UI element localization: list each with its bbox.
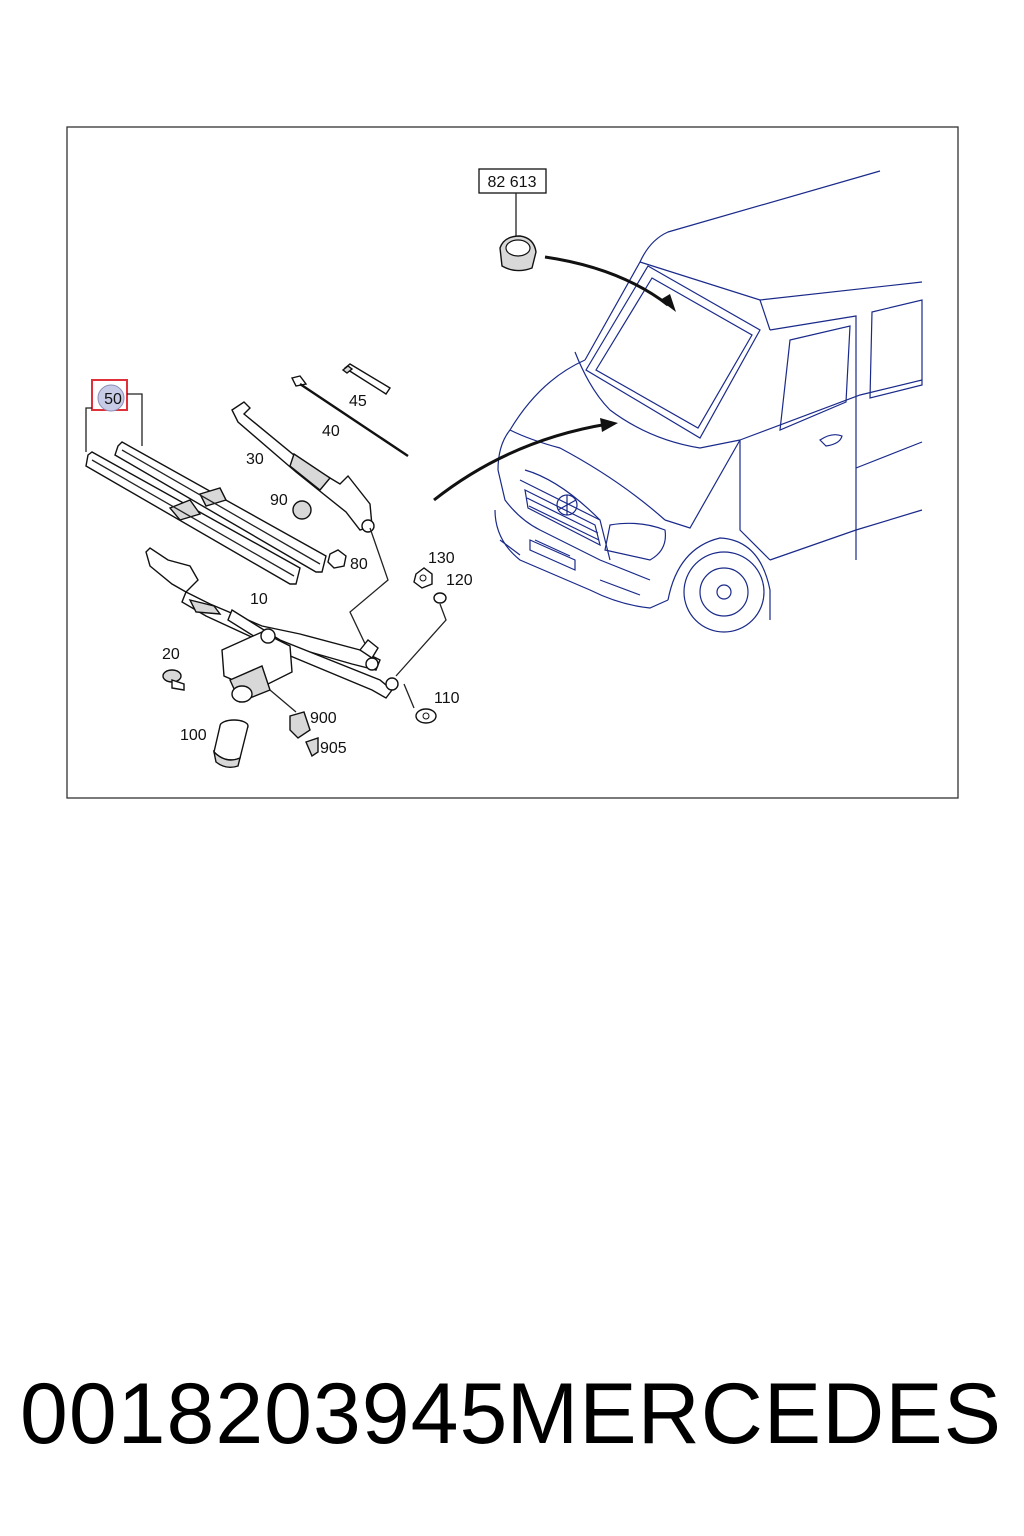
part-number: 0018203945 — [20, 1366, 509, 1462]
part-905 — [305, 737, 319, 758]
reference-box-label: 82 613 — [488, 174, 537, 191]
diagram-frame — [66, 126, 959, 799]
part-100 — [212, 719, 249, 769]
wiper-blades — [85, 441, 327, 585]
location-arrows — [433, 255, 676, 502]
part-120 — [433, 592, 447, 604]
part-20 — [162, 669, 185, 691]
callout-100: 100 — [180, 727, 207, 744]
wiper-motor — [221, 628, 293, 703]
callout-90: 90 — [270, 492, 288, 509]
part-90 — [292, 500, 312, 520]
callout-900: 900 — [310, 710, 337, 727]
reference-box: 82 613 — [478, 168, 547, 272]
callout-40: 40 — [322, 423, 340, 440]
callout-10: 10 — [250, 591, 268, 608]
callout-130: 130 — [428, 550, 455, 567]
callout-905: 905 — [320, 740, 347, 757]
callout-20: 20 — [162, 646, 180, 663]
callout-30: 30 — [246, 451, 264, 468]
callout-120: 120 — [446, 572, 473, 589]
callout-80: 80 — [350, 556, 368, 573]
highlighted-callout-50[interactable]: 50 — [91, 379, 128, 412]
van-outline — [494, 170, 923, 633]
footer: 0018203945 MERCEDES — [0, 1365, 1024, 1475]
callout-110: 110 — [434, 690, 460, 707]
callout-50-label: 50 — [104, 391, 122, 408]
part-45 — [341, 363, 391, 395]
part-80 — [327, 549, 347, 569]
part-40 — [290, 375, 409, 457]
brand-name: MERCEDES — [506, 1366, 1002, 1462]
part-10-linkage — [145, 547, 399, 699]
callout-45: 45 — [349, 393, 367, 410]
part-900 — [289, 711, 311, 739]
